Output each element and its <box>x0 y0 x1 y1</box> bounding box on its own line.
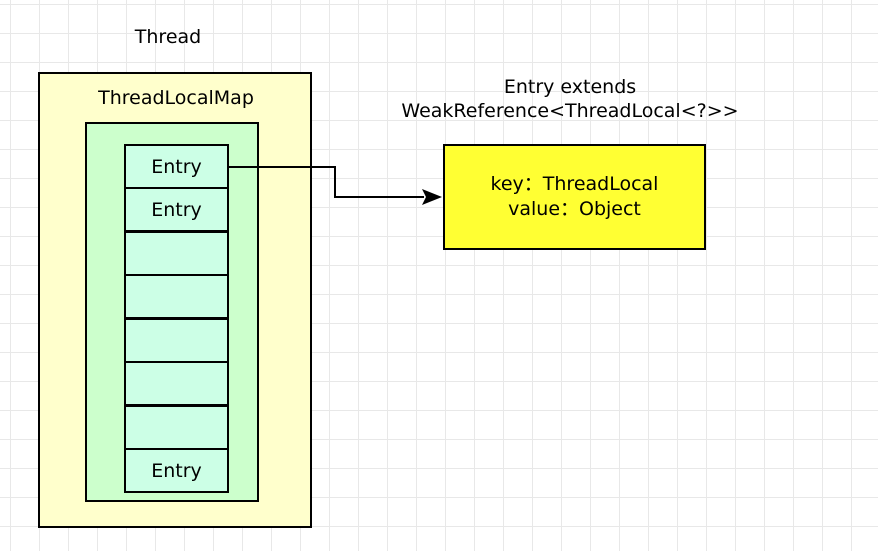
entry-table: Entry Entry Entry <box>124 144 229 493</box>
entry-class-description: Entry extends WeakReference<ThreadLocal<… <box>400 75 740 123</box>
entry-cell-5 <box>124 318 229 363</box>
entry-value-field: value：Object <box>508 198 641 220</box>
entry-cell-6 <box>124 361 229 406</box>
entry-class-line-1: Entry extends <box>503 76 637 98</box>
threadlocalmap-label: ThreadLocalMap <box>98 87 254 109</box>
entry-cell-4 <box>124 274 229 319</box>
entry-cell-2: Entry <box>124 187 229 232</box>
entry-key-field: key：ThreadLocal <box>490 173 659 195</box>
entry-cell-8: Entry <box>124 448 229 493</box>
arrow-head <box>422 189 442 205</box>
entry-class-line-2: WeakReference<ThreadLocal<?>> <box>401 100 739 122</box>
entry-detail-box: key：ThreadLocal value：Object <box>443 144 706 250</box>
entry-cell-3 <box>124 231 229 276</box>
entry-cell-7 <box>124 405 229 450</box>
entry-cell-1: Entry <box>124 144 229 189</box>
thread-label: Thread <box>134 26 202 48</box>
